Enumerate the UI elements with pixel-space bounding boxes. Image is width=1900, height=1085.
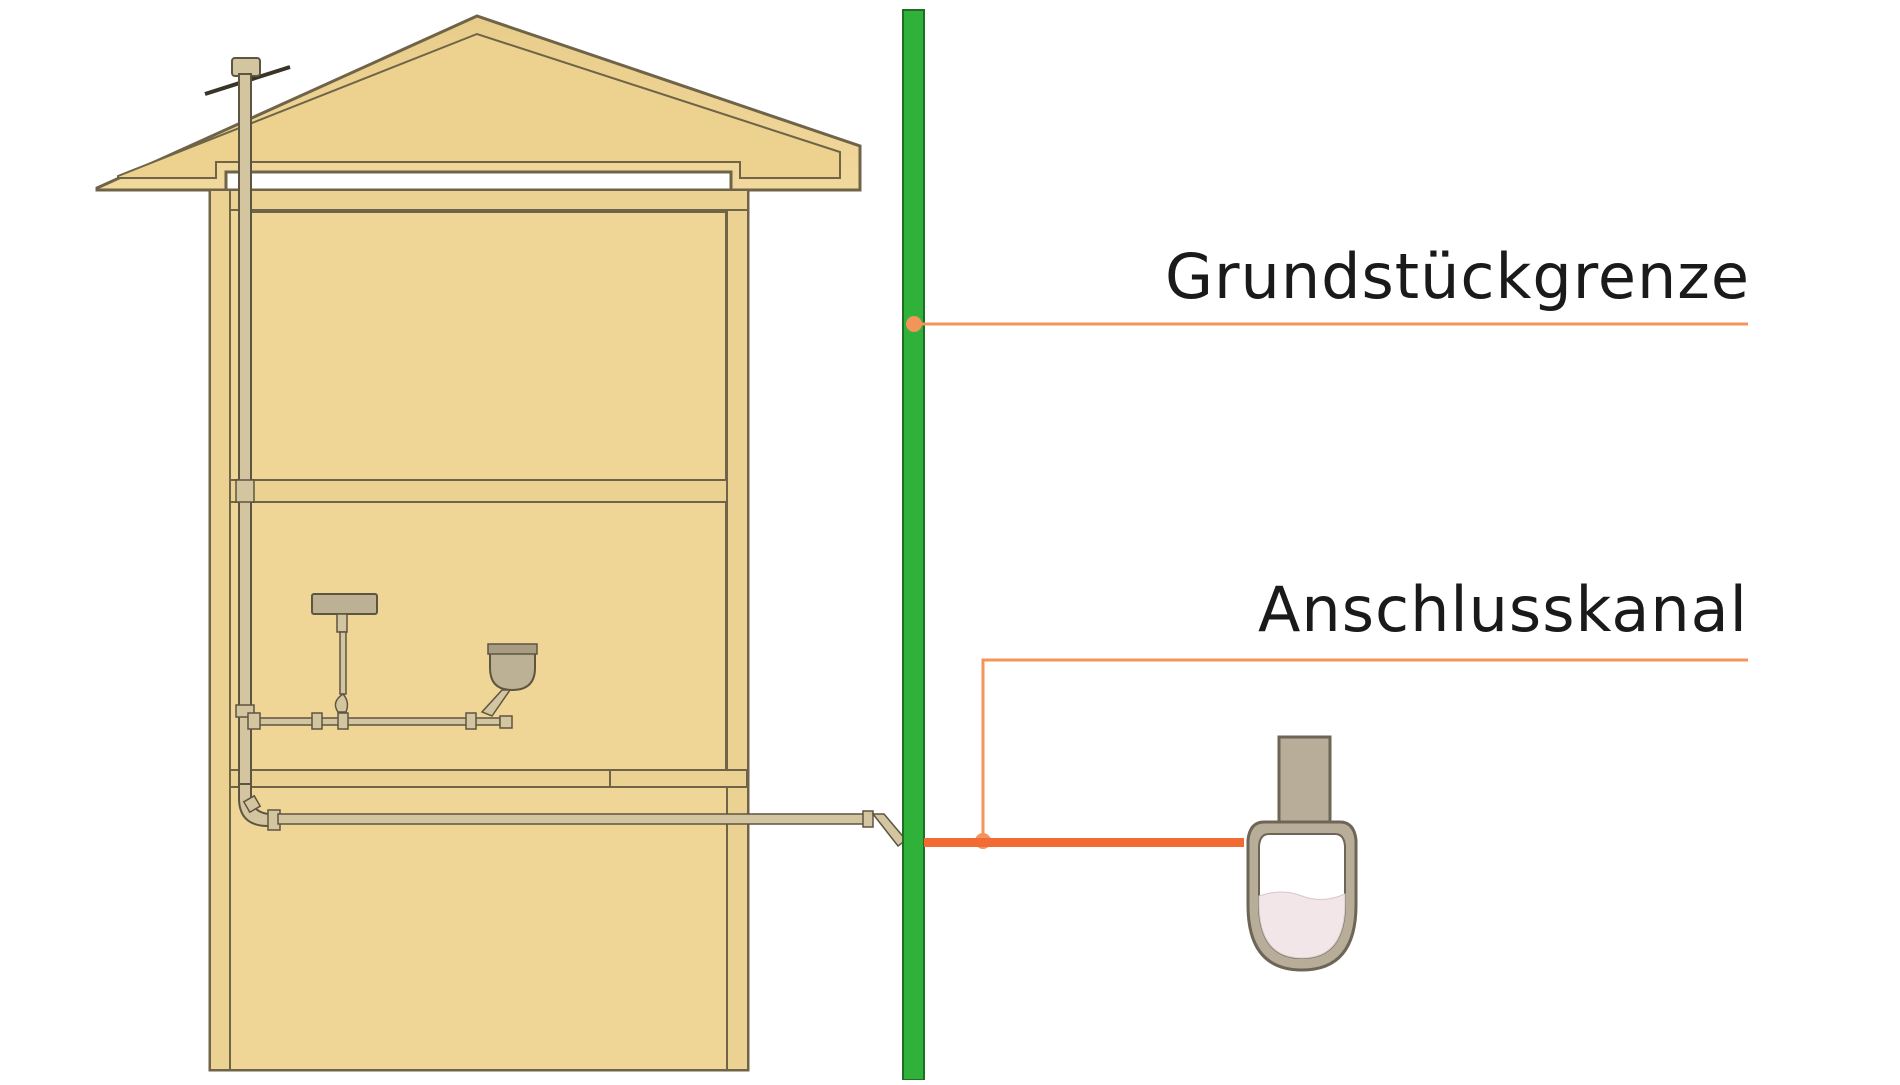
property-boundary-label: Grundstückgrenze [1165,240,1750,313]
house-section-icon [95,14,862,1072]
sewer-manhole-icon [1246,735,1358,972]
ceiling-slab-top [229,189,749,211]
leader-grenze [906,316,1748,332]
collector-pipe-ground [249,717,501,726]
house-inner-left-wall [209,189,231,1071]
main-drain-pipe [277,813,867,825]
connection-channel [924,838,1244,847]
room-ground [247,501,727,771]
sewer-water [1258,891,1346,959]
room-upper [247,211,727,481]
room-basement [229,786,728,1071]
toilet-icon [489,645,536,692]
leader-kanal [975,658,1748,849]
vertical-stack-pipe [238,73,252,785]
connection-channel-label: Anschlusskanal [1258,573,1748,646]
roof-inner [117,32,841,179]
sink-icon [311,593,378,615]
house-inner-right-wall [726,209,749,1071]
drain-pipes [204,57,908,848]
floor-slab-middle [229,479,728,503]
property-boundary-line [902,9,925,1081]
floor-slab-basement [229,769,748,788]
